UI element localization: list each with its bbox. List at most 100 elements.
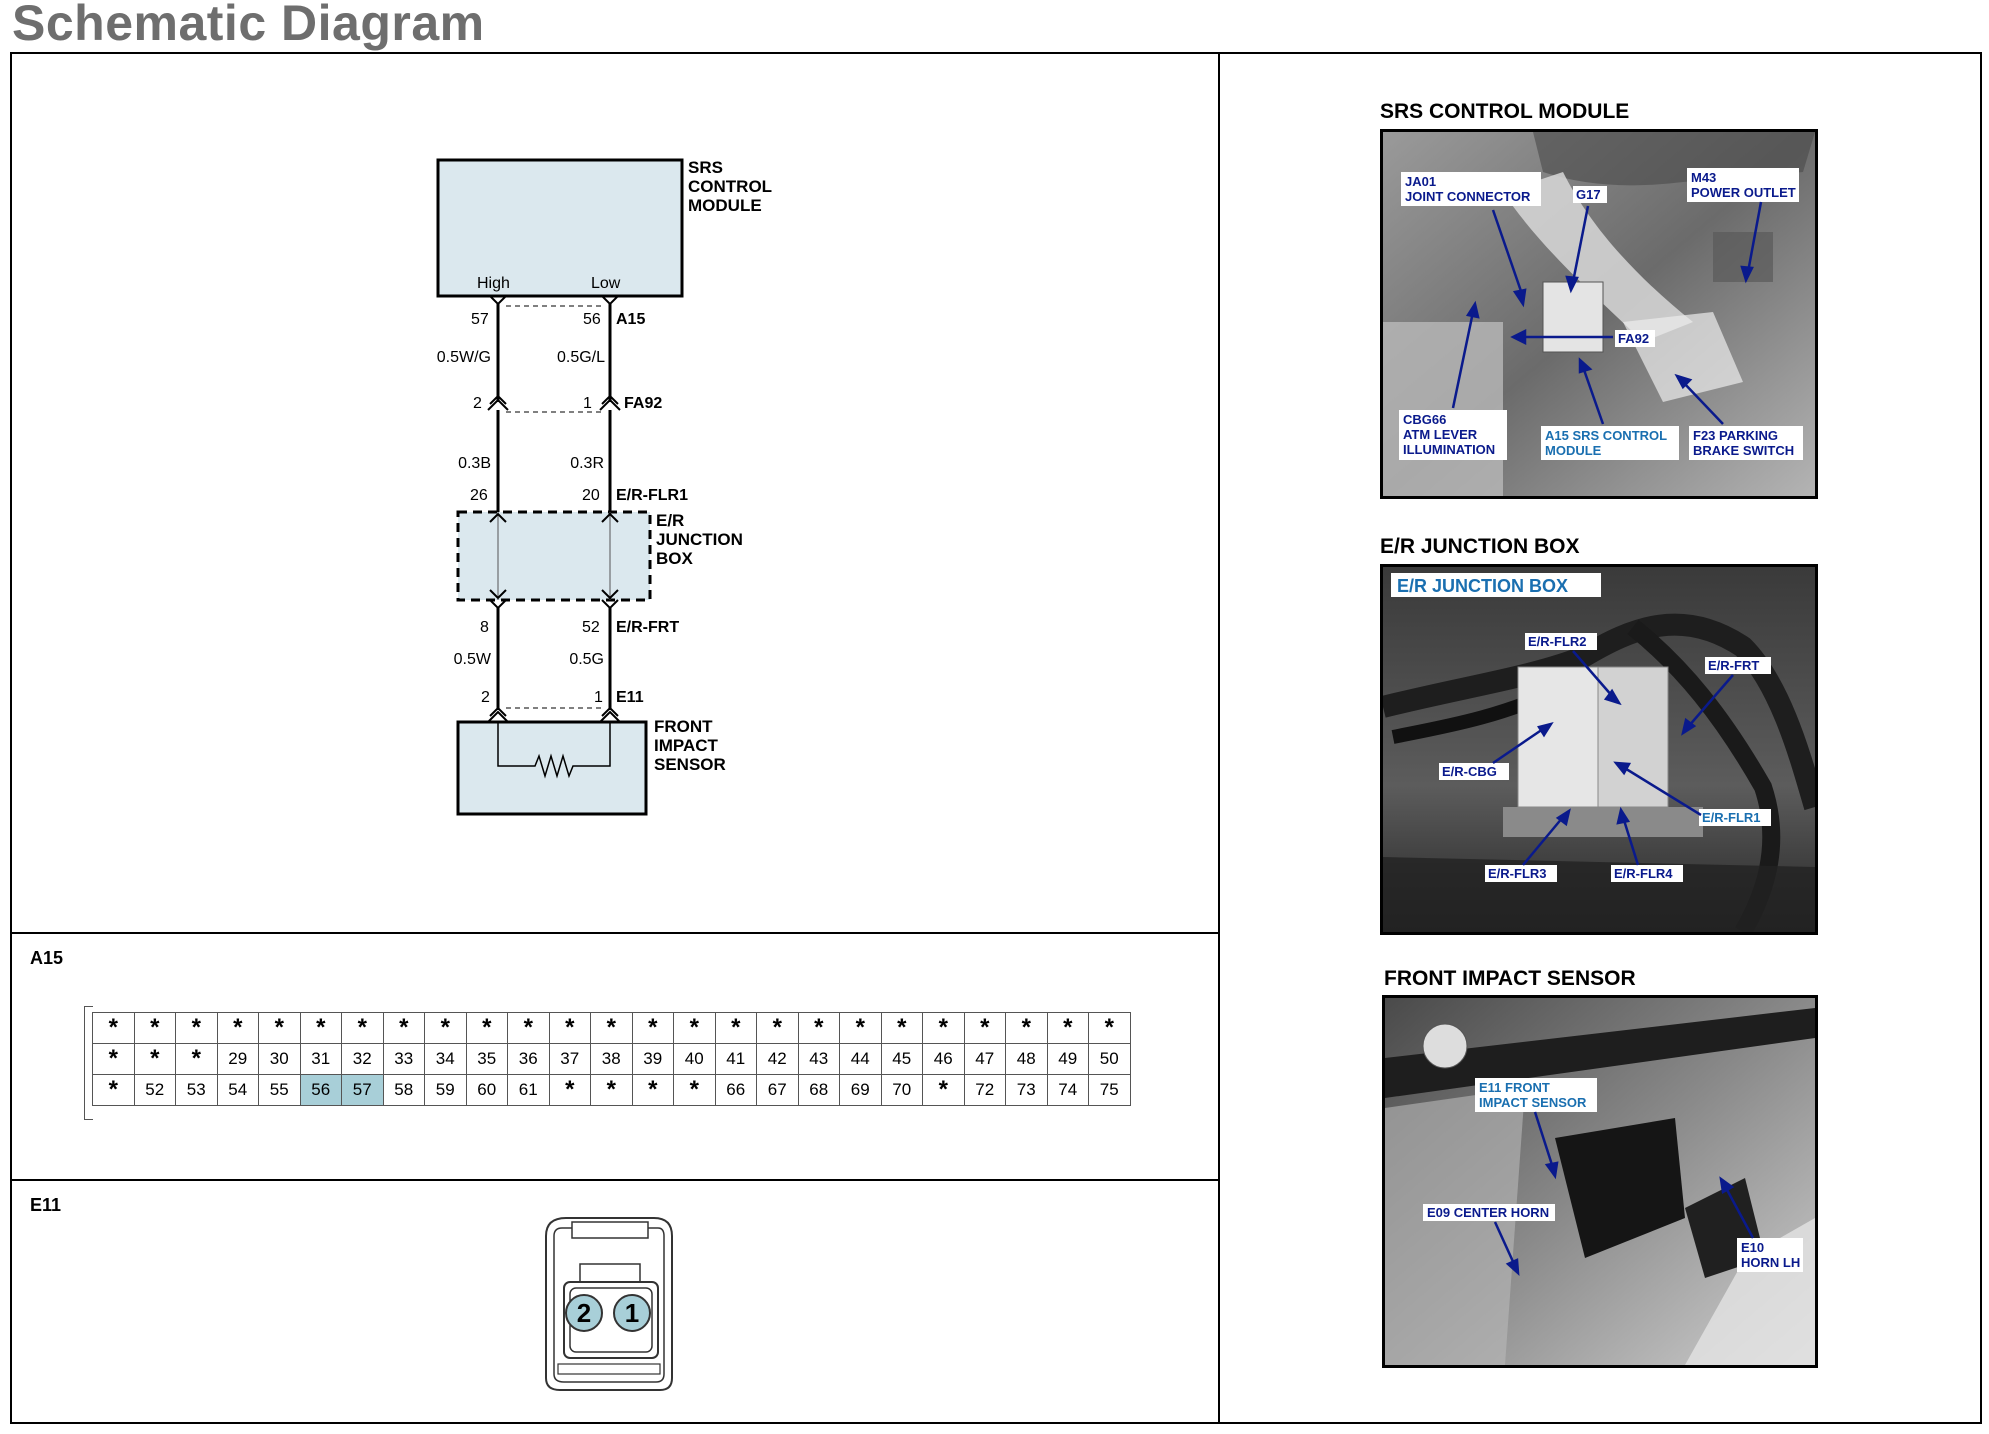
flr1-right-pin: 20 (582, 487, 600, 504)
a15-pin-unused: * (631, 1012, 674, 1044)
a15-pin-70: 70 (880, 1074, 923, 1106)
a15-pin-unused: * (507, 1012, 550, 1044)
photo-srs-control-module: JA01 JOINT CONNECTOR G17 M43 POWER OUTLE… (1380, 129, 1818, 499)
srs-module-box (436, 158, 684, 298)
a15-connector-tab (84, 1006, 93, 1120)
callout-e10-l2: HORN LH (1741, 1255, 1800, 1270)
a15-pin-72: 72 (963, 1074, 1006, 1106)
photo-srs-illustration: JA01 JOINT CONNECTOR G17 M43 POWER OUTLE… (1383, 132, 1815, 496)
a15-pin-56: 56 (299, 1074, 342, 1106)
a15-pin-unused: * (548, 1012, 591, 1044)
frt-right-terminal (601, 599, 619, 610)
a15-pin-unused: * (922, 1074, 965, 1106)
a15-pin-unused: * (424, 1012, 467, 1044)
callout-cbg66-l2: ATM LEVER (1403, 427, 1478, 442)
a15-right-pin: 56 (583, 311, 601, 328)
a15-pin-75: 75 (1088, 1074, 1131, 1106)
a15-pin-unused: * (133, 1043, 176, 1075)
junction-label-line1: E/R (656, 511, 684, 530)
a15-pin-unused: * (673, 1074, 716, 1106)
a15-pin-row: ************************* (92, 1012, 1131, 1044)
a15-pin-39: 39 (631, 1043, 674, 1075)
e11-left-pin: 2 (481, 689, 490, 706)
photo-sensor-title: FRONT IMPACT SENSOR (1384, 967, 1636, 990)
a15-pin-unused: * (216, 1012, 259, 1044)
e11-pin-2 (565, 1294, 603, 1332)
e11-left-chevron (487, 706, 509, 723)
e11-name: E11 (616, 689, 644, 706)
e11-right-pin: 1 (594, 689, 603, 706)
a15-pin-34: 34 (424, 1043, 467, 1075)
a15-pin-unused: * (299, 1012, 342, 1044)
callout-e11-l2: IMPACT SENSOR (1479, 1095, 1587, 1110)
callout-g17: G17 (1576, 187, 1601, 202)
a15-pin-unused: * (548, 1074, 591, 1106)
a15-pin-35: 35 (465, 1043, 508, 1075)
callout-f23-l1: F23 PARKING (1693, 428, 1778, 443)
a15-pin-unused: * (839, 1012, 882, 1044)
wire-lower-left-label: 0.5W (454, 651, 492, 668)
module-label-line2: CONTROL (688, 177, 772, 196)
a15-pin-31: 31 (299, 1043, 342, 1075)
module-label-line3: MODULE (688, 196, 762, 215)
a15-pin-unused: * (1046, 1012, 1089, 1044)
photo-junction-title: E/R JUNCTION BOX (1380, 535, 1580, 558)
fa92-left-chevron (487, 394, 509, 411)
photo-front-impact-sensor: E11 FRONT IMPACT SENSOR E09 CENTER HORN … (1382, 995, 1818, 1368)
a15-pin-32: 32 (341, 1043, 384, 1075)
a15-pin-33: 33 (382, 1043, 425, 1075)
a15-pin-49: 49 (1046, 1043, 1089, 1075)
wire-upper-left-label: 0.5W/G (437, 349, 491, 366)
a15-pin-66: 66 (714, 1074, 757, 1106)
a15-pin-36: 36 (507, 1043, 550, 1075)
a15-pin-50: 50 (1088, 1043, 1131, 1075)
column-divider (1218, 52, 1220, 1424)
a15-pin-unused: * (714, 1012, 757, 1044)
a15-pin-43: 43 (797, 1043, 840, 1075)
frt-right-pin: 52 (582, 619, 600, 636)
junction-bottom-right-arrow (601, 589, 619, 600)
callout-f23-l2: BRAKE SWITCH (1693, 443, 1794, 458)
callout-ja01-l2: JOINT CONNECTOR (1405, 189, 1531, 204)
frt-left-terminal (489, 599, 507, 610)
flr1-name: E/R-FLR1 (616, 487, 688, 504)
a15-pin-unused: * (92, 1012, 135, 1044)
a15-section-label: A15 (30, 948, 64, 968)
callout-flr1: E/R-FLR1 (1702, 810, 1761, 825)
callout-flr3: E/R-FLR3 (1488, 866, 1547, 881)
a15-pin-40: 40 (673, 1043, 716, 1075)
sensor-label-line3: SENSOR (654, 755, 726, 774)
sensor-label-line2: IMPACT (654, 736, 719, 755)
a15-pin-68: 68 (797, 1074, 840, 1106)
wire-mid-right-label: 0.3R (570, 455, 604, 472)
a15-pin-54: 54 (216, 1074, 259, 1106)
a15-pin-58: 58 (382, 1074, 425, 1106)
junction-label-line2: JUNCTION (656, 530, 743, 549)
photo-junction-box: E/R JUNCTION BOX E/R-FLR2 E/R-FRT E/R-CB… (1380, 564, 1818, 935)
pin-low-label: Low (591, 275, 621, 292)
a15-pin-47: 47 (963, 1043, 1006, 1075)
photo-sensor-illustration: E11 FRONT IMPACT SENSOR E09 CENTER HORN … (1385, 998, 1815, 1365)
junction-box (456, 510, 652, 602)
callout-e09: E09 CENTER HORN (1427, 1205, 1549, 1220)
callout-m43-l1: M43 (1691, 170, 1716, 185)
junction-banner: E/R JUNCTION BOX (1397, 576, 1568, 596)
a15-pin-30: 30 (258, 1043, 301, 1075)
fa92-right-chevron (599, 394, 621, 411)
e11-section-divider (10, 1179, 1220, 1181)
callout-frt: E/R-FRT (1708, 658, 1759, 673)
a15-pin-unused: * (797, 1012, 840, 1044)
a15-pin-unused: * (756, 1012, 799, 1044)
module-label-line1: SRS (688, 158, 723, 177)
callout-e11-l1: E11 FRONT (1479, 1080, 1550, 1095)
callout-cbg66-l1: CBG66 (1403, 412, 1446, 427)
photo-junction-illustration: E/R JUNCTION BOX E/R-FLR2 E/R-FRT E/R-CB… (1383, 567, 1815, 932)
sensor-label-line1: FRONT (654, 717, 713, 736)
a15-pin-unused: * (258, 1012, 301, 1044)
pin-high-label: High (477, 275, 510, 292)
fa92-name: FA92 (624, 395, 662, 412)
callout-flr2: E/R-FLR2 (1528, 634, 1587, 649)
a15-pin-74: 74 (1046, 1074, 1089, 1106)
a15-pin-unused: * (880, 1012, 923, 1044)
